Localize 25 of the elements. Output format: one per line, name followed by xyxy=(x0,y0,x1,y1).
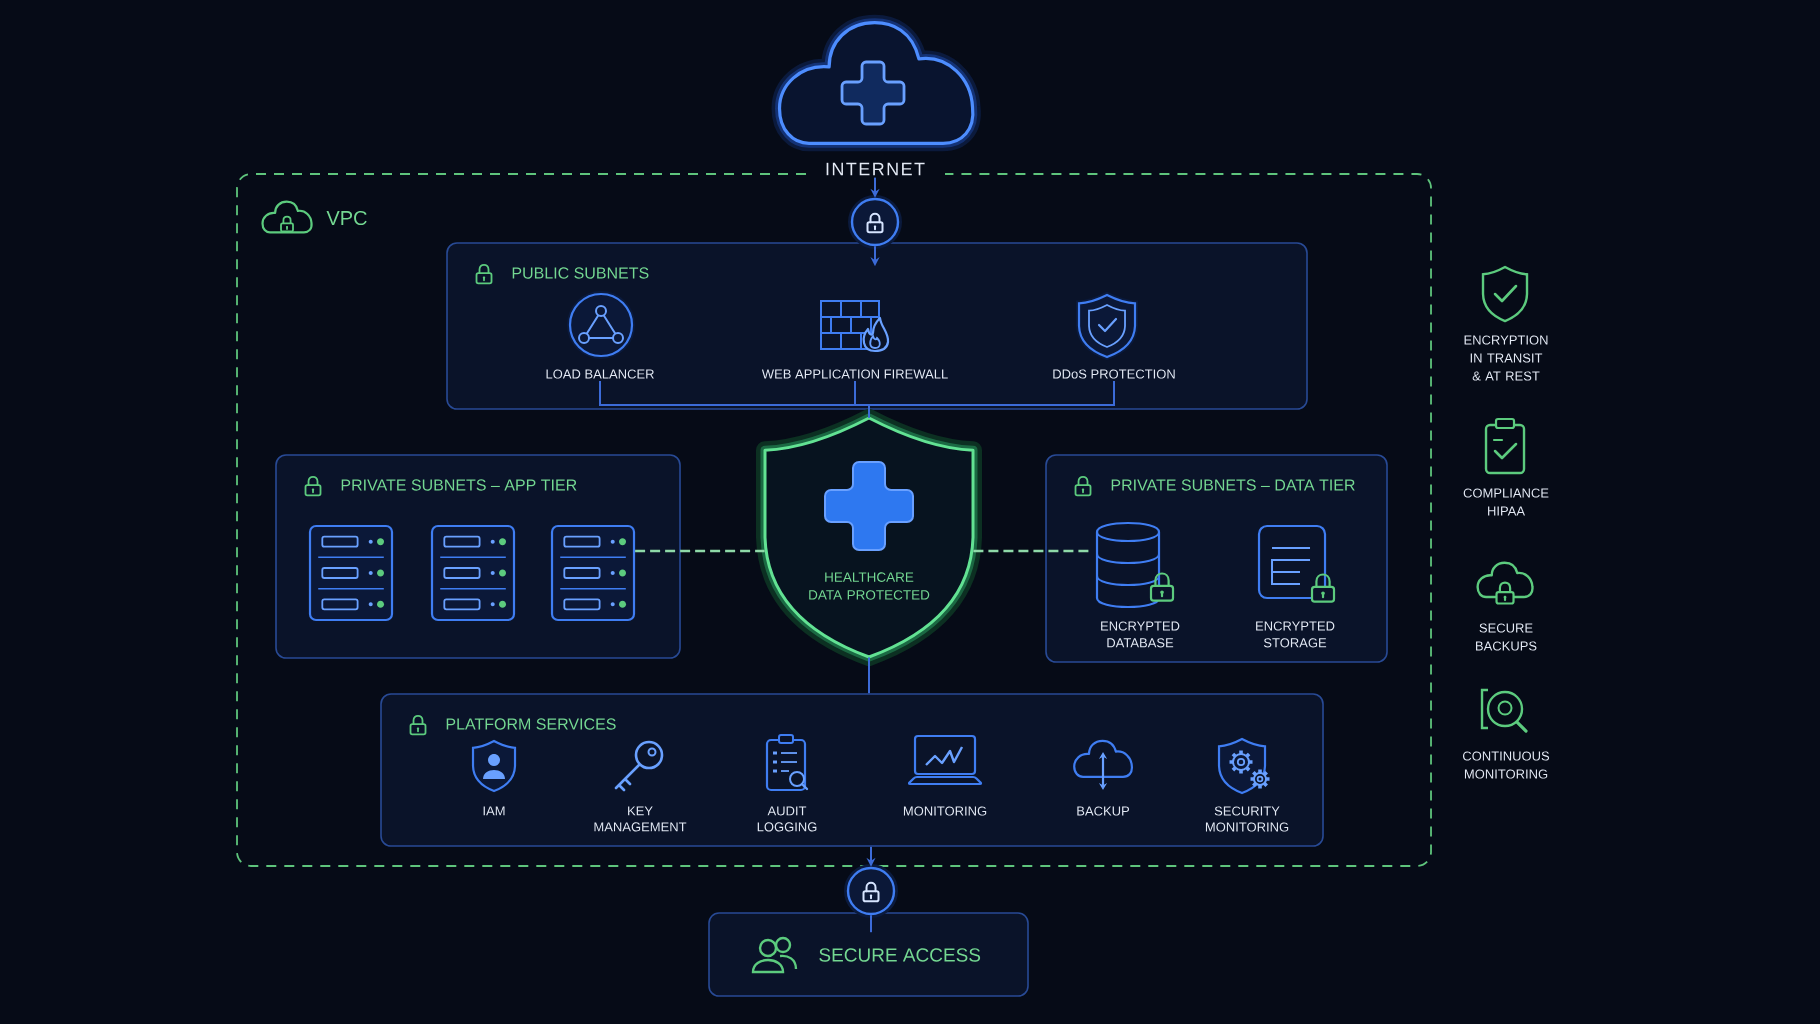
dashed-line xyxy=(973,549,1090,553)
node-label: DDoS PROTECTION xyxy=(1053,369,1175,379)
service-label: IAM xyxy=(483,806,505,816)
feature-label: COMPLIANCE HIPAA xyxy=(1463,488,1549,516)
feature-label: ENCRYPTION IN TRANSIT & AT REST xyxy=(1464,335,1548,381)
node-label: LOAD BALANCER xyxy=(546,369,654,379)
service-label: MONITORING xyxy=(903,806,987,816)
server-rack xyxy=(308,524,394,622)
node-label: WEB APPLICATION FIREWALL xyxy=(761,369,948,379)
feature-label: SECURE BACKUPS xyxy=(1476,623,1537,651)
service-label: KEY MANAGEMENT xyxy=(594,806,687,832)
access-panel: SECURE ACCESS xyxy=(708,912,1029,997)
service-label: AUDIT LOGGING xyxy=(757,806,817,832)
node-label: INTERNET xyxy=(826,162,925,176)
node-label: ENCRYPTED DATABASE xyxy=(1101,621,1180,648)
connector-line xyxy=(868,380,1115,419)
connector-line xyxy=(868,656,870,695)
feature-label: CONTINUOUS MONITORING xyxy=(1463,751,1550,779)
connector-line xyxy=(870,914,872,934)
dashed-line xyxy=(635,549,765,553)
service-label: ENCRYPTED STORAGE xyxy=(1256,621,1335,648)
server-rack xyxy=(430,524,516,622)
server-rack xyxy=(550,524,636,622)
service-label: SECURITY MONITORING xyxy=(1205,806,1289,832)
service-label: BACKUP xyxy=(1077,806,1130,816)
